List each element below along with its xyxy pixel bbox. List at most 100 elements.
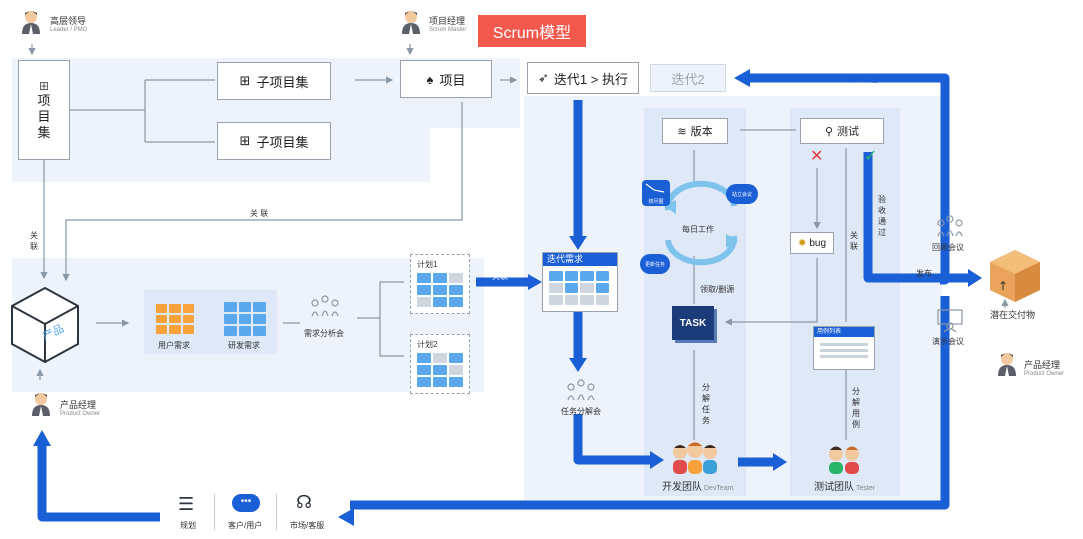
test-box[interactable]: ⚲测试 (800, 118, 884, 144)
iteration-req-header: 迭代需求 (543, 253, 617, 266)
scrum-master-avatar (400, 10, 422, 34)
version-label: 版本 (690, 126, 713, 138)
daily-label: 每日工作 (682, 225, 714, 234)
leader-subtitle: Leader / PMO (50, 27, 88, 33)
sub-portfolio-2-label: 子项目集 (256, 134, 309, 150)
portfolio-box[interactable]: ⊞ 项 目 集 (18, 60, 70, 160)
retro-label: 回顾会议 (932, 243, 964, 252)
bug-box[interactable]: ✹bug (790, 232, 834, 254)
product-owner-right-avatar (996, 352, 1018, 376)
plan1-label: 计划1 (417, 260, 438, 269)
test-team-subtitle: Tester (856, 485, 876, 492)
case-list-card[interactable]: 用例列表 (813, 326, 875, 370)
case-list-lines (814, 337, 874, 364)
task-card[interactable]: TASK (672, 306, 714, 340)
burndown-label: 燃尽图 (648, 199, 664, 205)
rocket-icon: ♠ (426, 71, 434, 87)
plan1-card[interactable]: 计划1 (410, 254, 470, 314)
iteration2-box[interactable]: 迭代2 (650, 64, 726, 92)
deliverable-label: 潜在交付物 (990, 310, 1036, 320)
scrum-master-title: 项目经理 (429, 16, 466, 26)
headset-icon: ☊ (296, 492, 312, 512)
people-network-icon (311, 295, 339, 317)
bottom-market-label: 市场/客服 (290, 521, 325, 530)
bottom-plan-label: 规划 (180, 521, 196, 530)
fail-icon: ✕ (810, 148, 824, 165)
case-list-header: 用例列表 (814, 327, 874, 337)
req-meeting-label: 需求分析会 (304, 329, 344, 338)
bottom-customer-label: 客户/用户 (228, 521, 263, 530)
project-label: 项目 (439, 72, 466, 88)
plan-list-icon: ☰ (178, 494, 195, 514)
iteration-req-card[interactable]: 迭代需求 (542, 252, 618, 312)
product-cube-icon (11, 286, 79, 364)
grid-icon: ⊞ (239, 73, 251, 88)
plan2-label: 计划2 (417, 340, 438, 349)
task-meeting-label: 任务分解会 (561, 407, 601, 416)
split-case-label: 分 解 用 例 (852, 387, 860, 429)
portfolio-label: 项 目 集 (37, 93, 51, 140)
test-team-icon (829, 446, 859, 474)
scrum-banner: Scrum模型 (478, 15, 586, 47)
dev-team-title: 开发团队 (662, 482, 702, 493)
scrum-master-subtitle: Scrum Master (429, 27, 467, 33)
product-owner-avatar (30, 392, 52, 416)
chat-icon: ••• (232, 494, 260, 512)
iteration2-label: 迭代2 (671, 71, 705, 87)
demo-icon (937, 309, 963, 332)
sub-portfolio-2[interactable]: ⊞ 子项目集 (217, 122, 331, 160)
dev-team-icon (673, 442, 717, 474)
improve-plan-label: 改进计划 (846, 75, 878, 84)
link-test-label: 关 联 (850, 231, 858, 251)
iteration1-box[interactable]: ➶迭代1 > 执行 (527, 62, 639, 94)
project-box[interactable]: ♠ 项目 (400, 60, 492, 98)
grid-icon: ⊞ (239, 133, 251, 148)
bug-label: bug (809, 237, 827, 249)
run-icon: ➶ (538, 70, 549, 85)
standup-bubble: 站立会议 (726, 184, 758, 204)
dev-team-subtitle: DevTeam (704, 485, 734, 492)
user-requirements-icon (156, 304, 194, 334)
update-task-bubble: 更新任务 (640, 254, 670, 274)
dev-req-label: 研发需求 (228, 341, 260, 350)
link-left-label: 关 联 (30, 231, 38, 251)
leader-avatar (20, 10, 42, 34)
layers-icon: ≋ (677, 125, 687, 138)
pass-icon: ✓ (864, 148, 878, 165)
plan2-grid (417, 353, 463, 387)
version-box[interactable]: ≋版本 (662, 118, 728, 144)
link-top-label: 关 联 (250, 209, 269, 218)
claim-label: 领取/删源 (700, 285, 735, 294)
plan2-card[interactable]: 计划2 (410, 334, 470, 394)
product-owner-right-subtitle: Product Owner (1024, 371, 1065, 377)
link-mid-label: 关联 (492, 272, 508, 281)
sub-portfolio-1-label: 子项目集 (256, 74, 309, 90)
divider (214, 494, 215, 530)
burndown-icon: 燃尽图 (642, 180, 670, 206)
dev-requirements-icon (224, 302, 266, 336)
dev-column (644, 108, 746, 496)
iteration-req-grid (549, 271, 609, 305)
user-req-label: 用户需求 (158, 341, 190, 350)
deliverable-box-icon: ↑ (990, 250, 1040, 302)
test-team-title: 测试团队 (814, 482, 854, 493)
grid-icon: ⊞ (38, 79, 50, 93)
divider (276, 494, 277, 530)
accept-label: 验 收 通 过 (878, 195, 886, 237)
test-column (790, 108, 900, 496)
sub-portfolio-1[interactable]: ⊞ 子项目集 (217, 62, 331, 100)
product-owner-subtitle: Product Owner (60, 411, 101, 417)
release-label: 发布 (916, 269, 932, 278)
plan1-grid (417, 273, 463, 307)
retro-icon (937, 215, 963, 237)
svg-text:↑: ↑ (998, 279, 1008, 293)
product-owner-right-title: 产品经理 (1024, 360, 1061, 370)
bug-icon: ✹ (797, 237, 807, 249)
